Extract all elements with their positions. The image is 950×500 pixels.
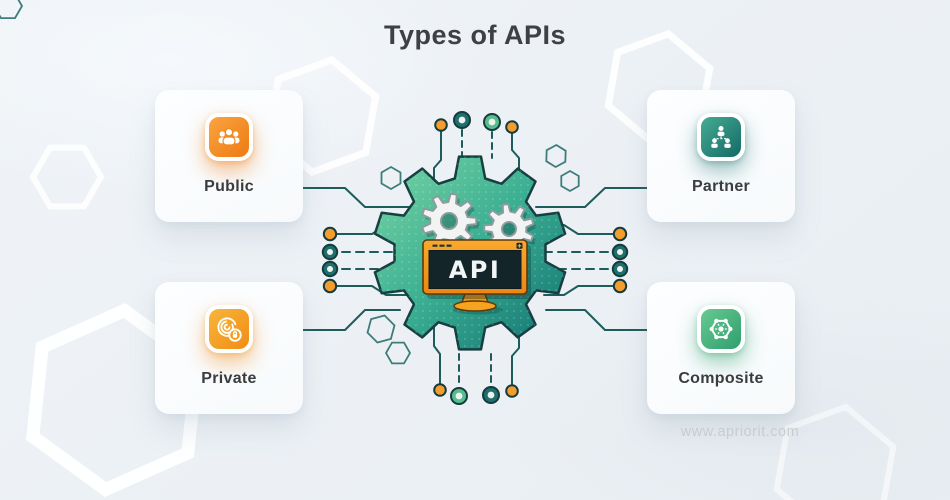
- hexagon-decoration: [380, 165, 402, 191]
- circuit-trace: [433, 323, 441, 385]
- node-center: [617, 249, 623, 255]
- hex-network-icon: [697, 305, 745, 353]
- hexagon-decoration: [264, 55, 380, 177]
- card-label-public: Public: [204, 178, 254, 195]
- circuit-node-orange: [612, 226, 628, 242]
- menu-dash: [446, 244, 452, 247]
- circuit-trace: [543, 285, 614, 296]
- circuit-trace: [511, 132, 520, 175]
- api-monitor: API: [422, 239, 531, 315]
- card-label-partner: Partner: [691, 178, 751, 195]
- node-center: [458, 116, 466, 124]
- hexagon-decoration: [0, 0, 24, 19]
- circuit-trace: [302, 309, 401, 331]
- node-center: [488, 118, 496, 126]
- node-center: [327, 266, 333, 272]
- card-partner: Partner: [647, 90, 795, 222]
- node-center: [487, 391, 495, 399]
- circuit-nodes: [321, 111, 629, 405]
- card-composite: Composite: [647, 282, 795, 414]
- api-screen-label: API: [449, 256, 502, 284]
- node-center: [327, 249, 333, 255]
- circuit-node-orange: [433, 383, 447, 397]
- circuit-node-orange: [612, 278, 628, 294]
- node-center: [617, 266, 623, 272]
- hexagon-decoration: [560, 169, 580, 193]
- fingerprint-lock-icon: [205, 305, 253, 353]
- card-label-composite: Composite: [678, 370, 764, 387]
- circuit-node-orange: [322, 278, 338, 294]
- circuit-trace: [545, 309, 648, 331]
- monitor-base: [453, 300, 497, 312]
- page-title: Types of APIs: [383, 20, 567, 50]
- hexagon-decoration: [384, 341, 412, 365]
- hexagon-decoration: [545, 143, 567, 169]
- plus-icon: [517, 245, 522, 247]
- users-icon: [205, 113, 253, 161]
- circuit-trace: [511, 329, 520, 386]
- card-private: Private: [155, 282, 303, 414]
- circuit-trace: [433, 130, 442, 183]
- watermark: www.apriorit.com: [680, 424, 800, 440]
- hexagon-decoration: [773, 403, 897, 500]
- teal-hexagons: [0, 0, 580, 365]
- hexagon-decoration: [29, 144, 105, 210]
- card-label-private: Private: [201, 370, 257, 387]
- circuit-trace: [535, 187, 648, 208]
- menu-dash: [439, 244, 445, 247]
- node-center: [455, 392, 463, 400]
- circuit-trace: [336, 285, 407, 296]
- circuit-trace: [302, 187, 417, 208]
- org-chart-icon: [697, 113, 745, 161]
- menu-dash: [432, 244, 438, 247]
- circuit-node-orange: [322, 226, 338, 242]
- circuit-node-orange: [434, 118, 448, 132]
- card-public: Public: [155, 90, 303, 222]
- monitor-screen: [428, 250, 522, 289]
- circuit-node-orange: [505, 384, 519, 398]
- hexagon-decoration: [366, 314, 396, 344]
- circuit-node-orange: [505, 120, 519, 134]
